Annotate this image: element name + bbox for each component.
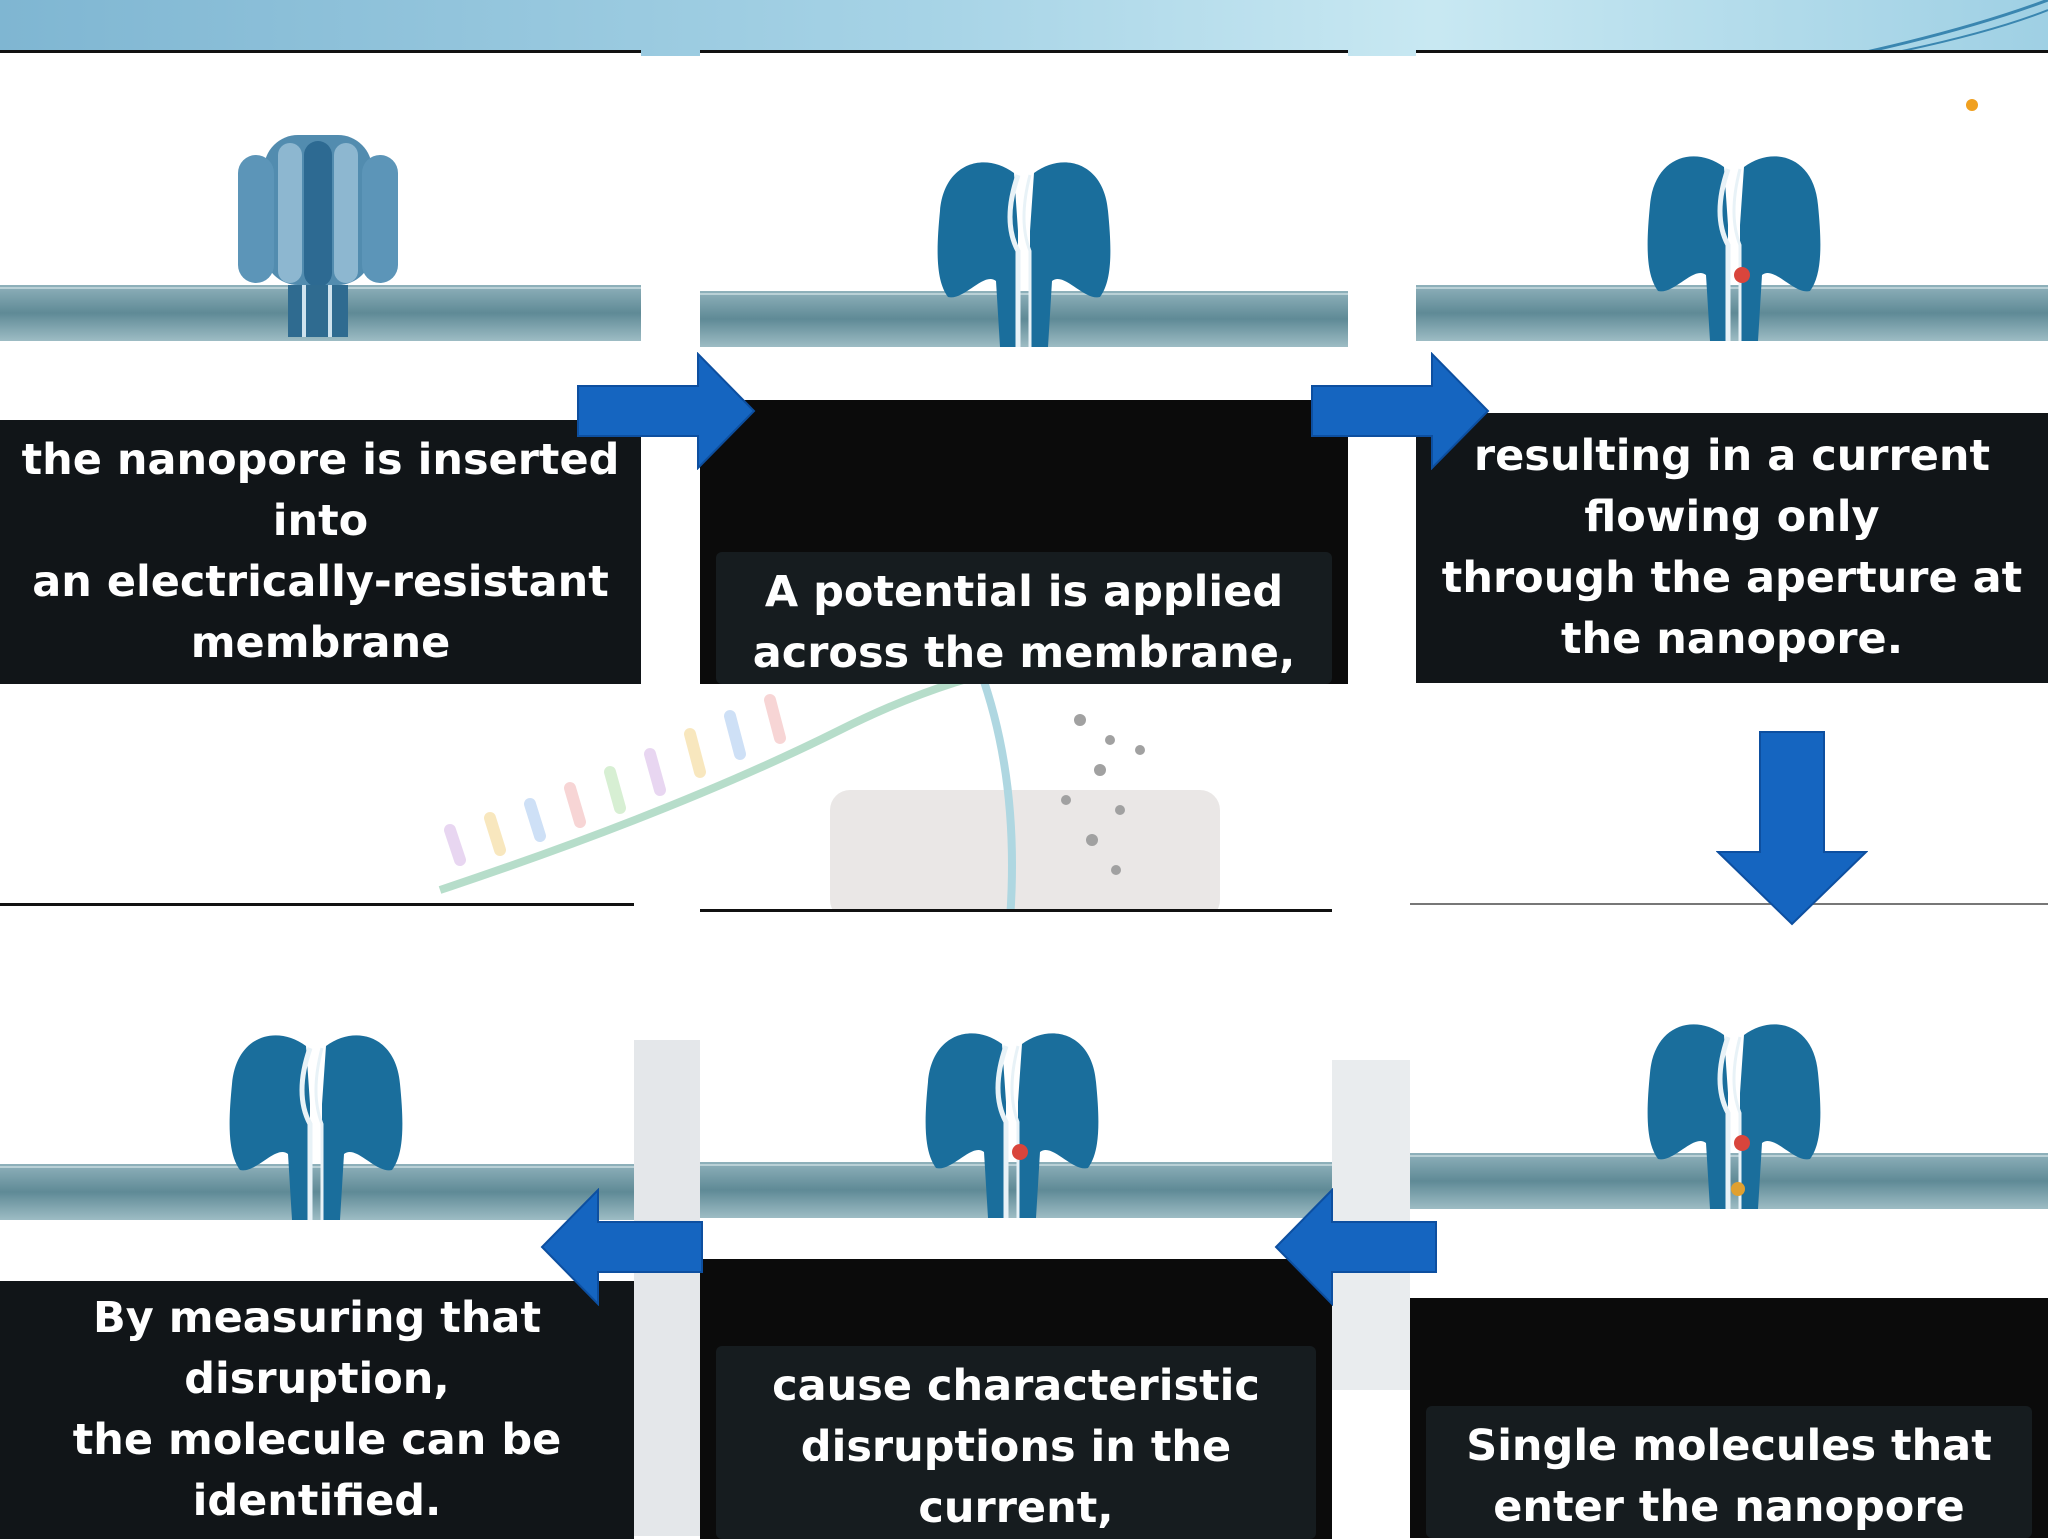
nanopore-icon [1647,1024,1821,1209]
step-caption-box: By measuring that disruption, the molecu… [0,1281,634,1539]
nanopore-scene [700,162,1348,347]
background-dna-illustration [438,660,1220,920]
arrow-icon [540,1188,703,1306]
membrane [700,291,1348,347]
step-caption-box: resulting in a current flowing only thro… [1416,413,2048,683]
molecule-dot-icon [1731,1182,1745,1196]
molecule-dot-icon [1734,1135,1750,1151]
arrow-icon [1716,731,1868,926]
arrow-icon [1274,1188,1437,1306]
molecule-dot-icon [1012,1144,1028,1160]
arrow-icon [1311,352,1490,470]
step-panel-1: the nanopore is inserted into an electri… [0,50,641,684]
swoosh-decoration [1848,0,2048,56]
molecule-dot-icon [1734,267,1750,283]
molecule-dot-icon [1966,99,1978,111]
step-caption: resulting in a current flowing only thro… [1441,431,2023,664]
step-caption: By measuring that disruption, the molecu… [72,1293,562,1526]
nanopore-scene [1416,99,2048,341]
step-caption: cause characteristic disruptions in the … [716,1346,1316,1539]
arrow-icon [577,352,756,470]
step-caption-box: A potential is applied across the membra… [700,400,1348,684]
membrane [1416,285,2048,341]
step-panel-6: By measuring that disruption, the molecu… [0,903,634,1539]
nanopore-scene [1410,1024,2048,1209]
nanopore-scene [700,1033,1332,1218]
nanopore-scene [0,135,641,341]
step-caption: A potential is applied across the membra… [716,552,1332,684]
top-decorative-band [0,0,2048,56]
step-panel-2: A potential is applied across the membra… [700,50,1348,684]
nanopore-icon [229,1035,403,1220]
step-caption: Single molecules that enter the nanopore [1426,1406,2032,1538]
step-caption-box: the nanopore is inserted into an electri… [0,420,641,684]
step-panel-3: resulting in a current flowing only thro… [1416,50,2048,683]
step-caption-box: Single molecules that enter the nanopore [1410,1298,2048,1538]
membrane [700,1162,1332,1218]
step-panel-5: cause characteristic disruptions in the … [700,909,1332,1539]
nanopore-scene [0,1035,634,1220]
nanopore-icon [925,1033,1099,1218]
background-shape [632,1040,702,1536]
membrane [0,1164,634,1220]
step-caption-box: cause characteristic disruptions in the … [700,1259,1332,1539]
nanopore-icon [1647,156,1821,341]
step-caption: the nanopore is inserted into an electri… [21,435,620,668]
step-panel-4: Single molecules that enter the nanopore [1410,903,2048,1538]
nanopore-icon [937,162,1111,347]
nanopore-icon [238,135,398,337]
